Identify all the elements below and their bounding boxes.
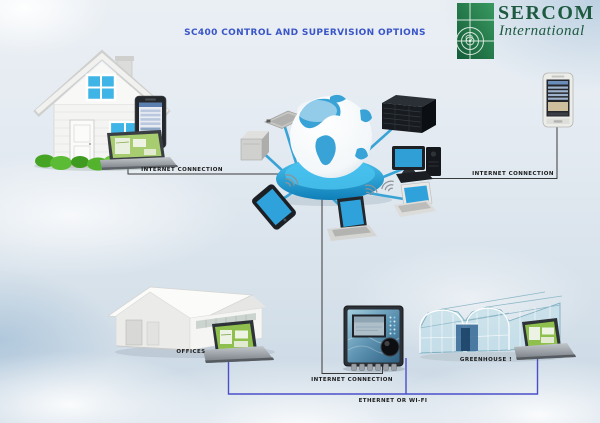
- storage-box-icon: [240, 131, 269, 161]
- desktop-computer-icon: [392, 146, 441, 183]
- office-laptop-icon: [203, 320, 274, 363]
- phone-internet-label: INTERNET CONNECTION: [472, 170, 554, 177]
- house-internet-label: INTERNET CONNECTION: [141, 167, 223, 173]
- sercom-logo: SERCOM International: [457, 3, 595, 59]
- greenhouse-laptop-icon: [514, 318, 576, 360]
- wireless-laptop-icon: [327, 184, 378, 241]
- remote-smartphone-icon: [542, 72, 574, 128]
- greenhouse-door: [456, 323, 478, 351]
- internet-line-controller: [321, 198, 383, 374]
- controller-knob: [380, 337, 400, 357]
- controller-internet-label: INTERNET CONNECTION: [311, 377, 393, 383]
- logo-subtitle: International: [499, 23, 585, 39]
- wireless-tablet-icon: [252, 174, 299, 230]
- sercom-logo-icon: [457, 3, 494, 59]
- internet-globe-icon: [290, 94, 372, 178]
- wireless-netbook-icon: [381, 180, 436, 217]
- sc400-controller-icon: [343, 305, 405, 373]
- greenhouse-label: GREENHOUSE !: [459, 357, 513, 363]
- controller-leds: [389, 316, 396, 335]
- server-rack-icon: [382, 95, 436, 133]
- controller-glands: [351, 363, 397, 371]
- internet-hub: [240, 94, 441, 241]
- home-laptop-icon: [100, 130, 178, 170]
- ethernet-label: ETHERNET OR WI-FI: [358, 397, 428, 404]
- internet-line-phone: [420, 126, 558, 179]
- page-title: SC400 CONTROL AND SUPERVISION OPTIONS: [184, 28, 426, 38]
- ethernet-line: [227, 354, 539, 395]
- logo-name: SERCOM: [498, 2, 595, 24]
- offices-label: OFFICES: [176, 348, 206, 355]
